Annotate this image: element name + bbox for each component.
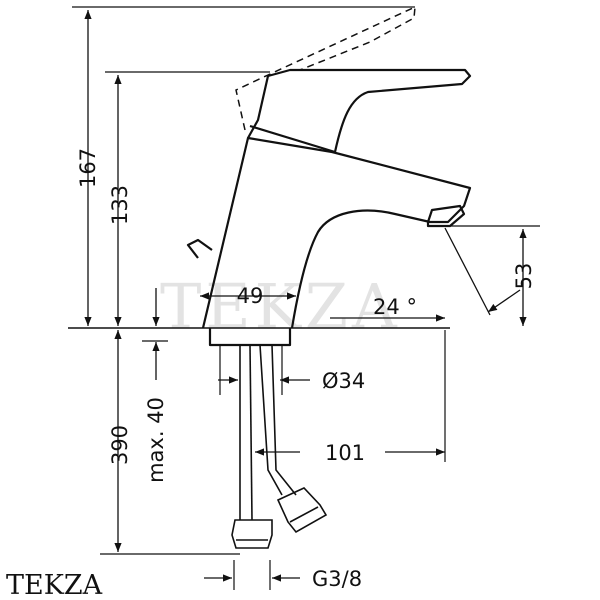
faucet-body [186,68,472,347]
dim-label-max40: max. 40 [144,397,168,483]
angle-pointer-right [487,289,521,313]
dim-label-101: 101 [325,441,365,465]
dim-label-d34: Ø34 [322,369,365,393]
brand-text: TEKZA [6,570,103,600]
dim-label-390: 390 [108,425,132,465]
hoses [231,344,328,549]
lever-open-position [235,5,416,131]
dim-label-thread: G3/8 [312,567,362,591]
dim-label-53: 53 [512,263,536,290]
spout-angle-line [444,227,491,316]
dim-label-167: 167 [76,148,100,188]
watermark-text: TEKZA [160,270,401,343]
dim-label-133: 133 [108,185,132,225]
dim-label-49: 49 [237,284,264,308]
dim-label-angle: 24 ° [373,295,417,319]
